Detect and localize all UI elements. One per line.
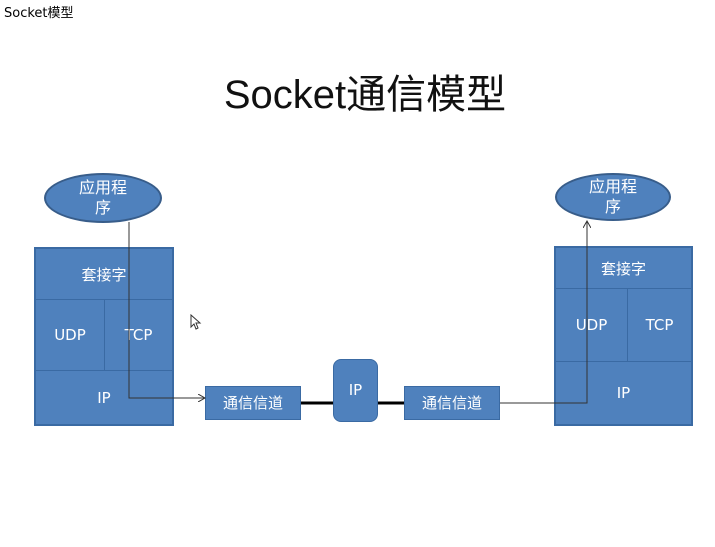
right-ip-label: IP — [616, 384, 631, 402]
slide-title: Socket通信模型 — [223, 73, 507, 117]
left-application-label: 应用程 序 — [78, 178, 127, 217]
left-udp-label: UDP — [54, 326, 86, 344]
left-tcp-label: TCP — [124, 326, 153, 344]
right-ip-layer: IP — [555, 361, 692, 425]
left-socket-label: 套接字 — [81, 265, 127, 284]
right-channel-box: 通信信道 — [404, 386, 500, 420]
left-application-node: 应用程 序 — [44, 173, 162, 223]
right-data-path-arrow — [500, 221, 587, 404]
left-channel-label: 通信信道 — [222, 393, 283, 412]
right-application-label: 应用程 序 — [588, 177, 637, 216]
left-ip-label: IP — [97, 388, 111, 407]
right-channel-label: 通信信道 — [421, 393, 482, 412]
right-socket-label: 套接字 — [600, 259, 646, 278]
right-protocol-stack: 套接字 UDP TCP IP — [554, 246, 693, 426]
right-application-node: 应用程 序 — [555, 173, 671, 221]
left-channel-box: 通信信道 — [205, 386, 301, 420]
mouse-cursor-icon — [190, 314, 202, 330]
right-tcp-label: TCP — [645, 316, 674, 334]
window-title: Socket模型 — [4, 6, 74, 21]
left-protocol-stack: 套接字 UDP TCP IP — [34, 247, 174, 426]
router-ip-node: IP — [333, 359, 378, 422]
right-udp-label: UDP — [575, 316, 608, 334]
left-data-path-arrow — [128, 222, 205, 398]
router-ip-label: IP — [348, 381, 363, 399]
